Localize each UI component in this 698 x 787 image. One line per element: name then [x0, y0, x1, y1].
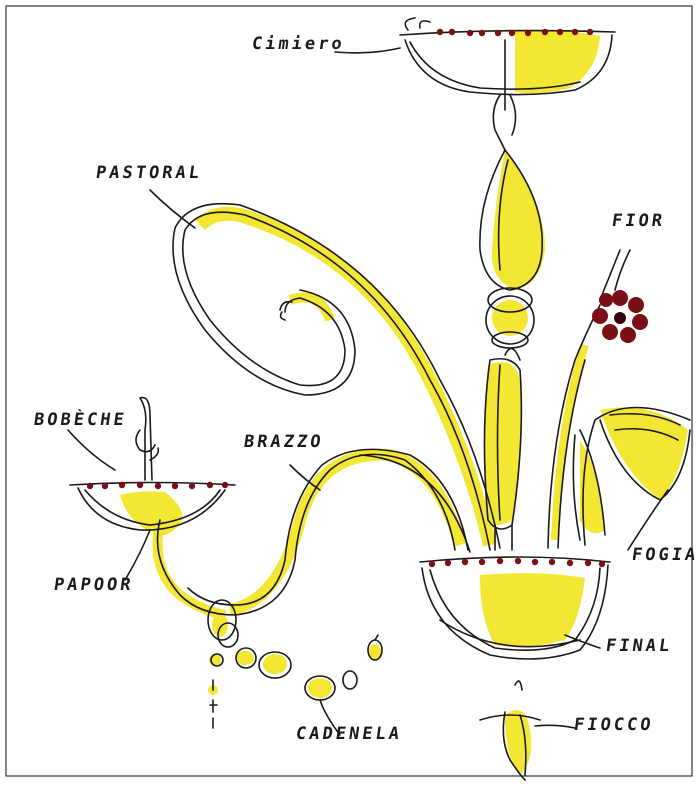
bobeche-leader: [68, 430, 115, 470]
ink-lines: [68, 18, 690, 780]
label-fiocco: FIOCCO: [573, 715, 655, 735]
ball-fill: [492, 300, 528, 336]
fogia-leader: [628, 490, 668, 550]
pastoral-leader: [150, 190, 195, 228]
label-bobeche: BOBÈCHE: [33, 410, 128, 430]
label-cadenela: CADENELA: [295, 724, 404, 744]
label-fogia: FOGIA: [631, 545, 698, 565]
fogia-fill: [600, 408, 688, 501]
fior-flower: [592, 290, 648, 343]
main-bowl-fill: [480, 573, 585, 647]
label-papoor: PAPOOR: [53, 575, 135, 595]
brazzo-arm: [158, 454, 456, 615]
label-pastoral: PASTORAL: [95, 163, 204, 183]
label-cimiero: Cimiero: [251, 34, 346, 54]
label-brazzo: BRAZZO: [243, 432, 325, 452]
watercolor-fills: [120, 30, 688, 775]
frame-border: [6, 6, 692, 776]
fiocco-leader: [535, 725, 575, 728]
fiocco-fill: [505, 710, 531, 775]
label-final: FINAL: [605, 636, 674, 656]
label-fior: FIOR: [611, 211, 667, 231]
cimiero-leader: [335, 48, 400, 53]
